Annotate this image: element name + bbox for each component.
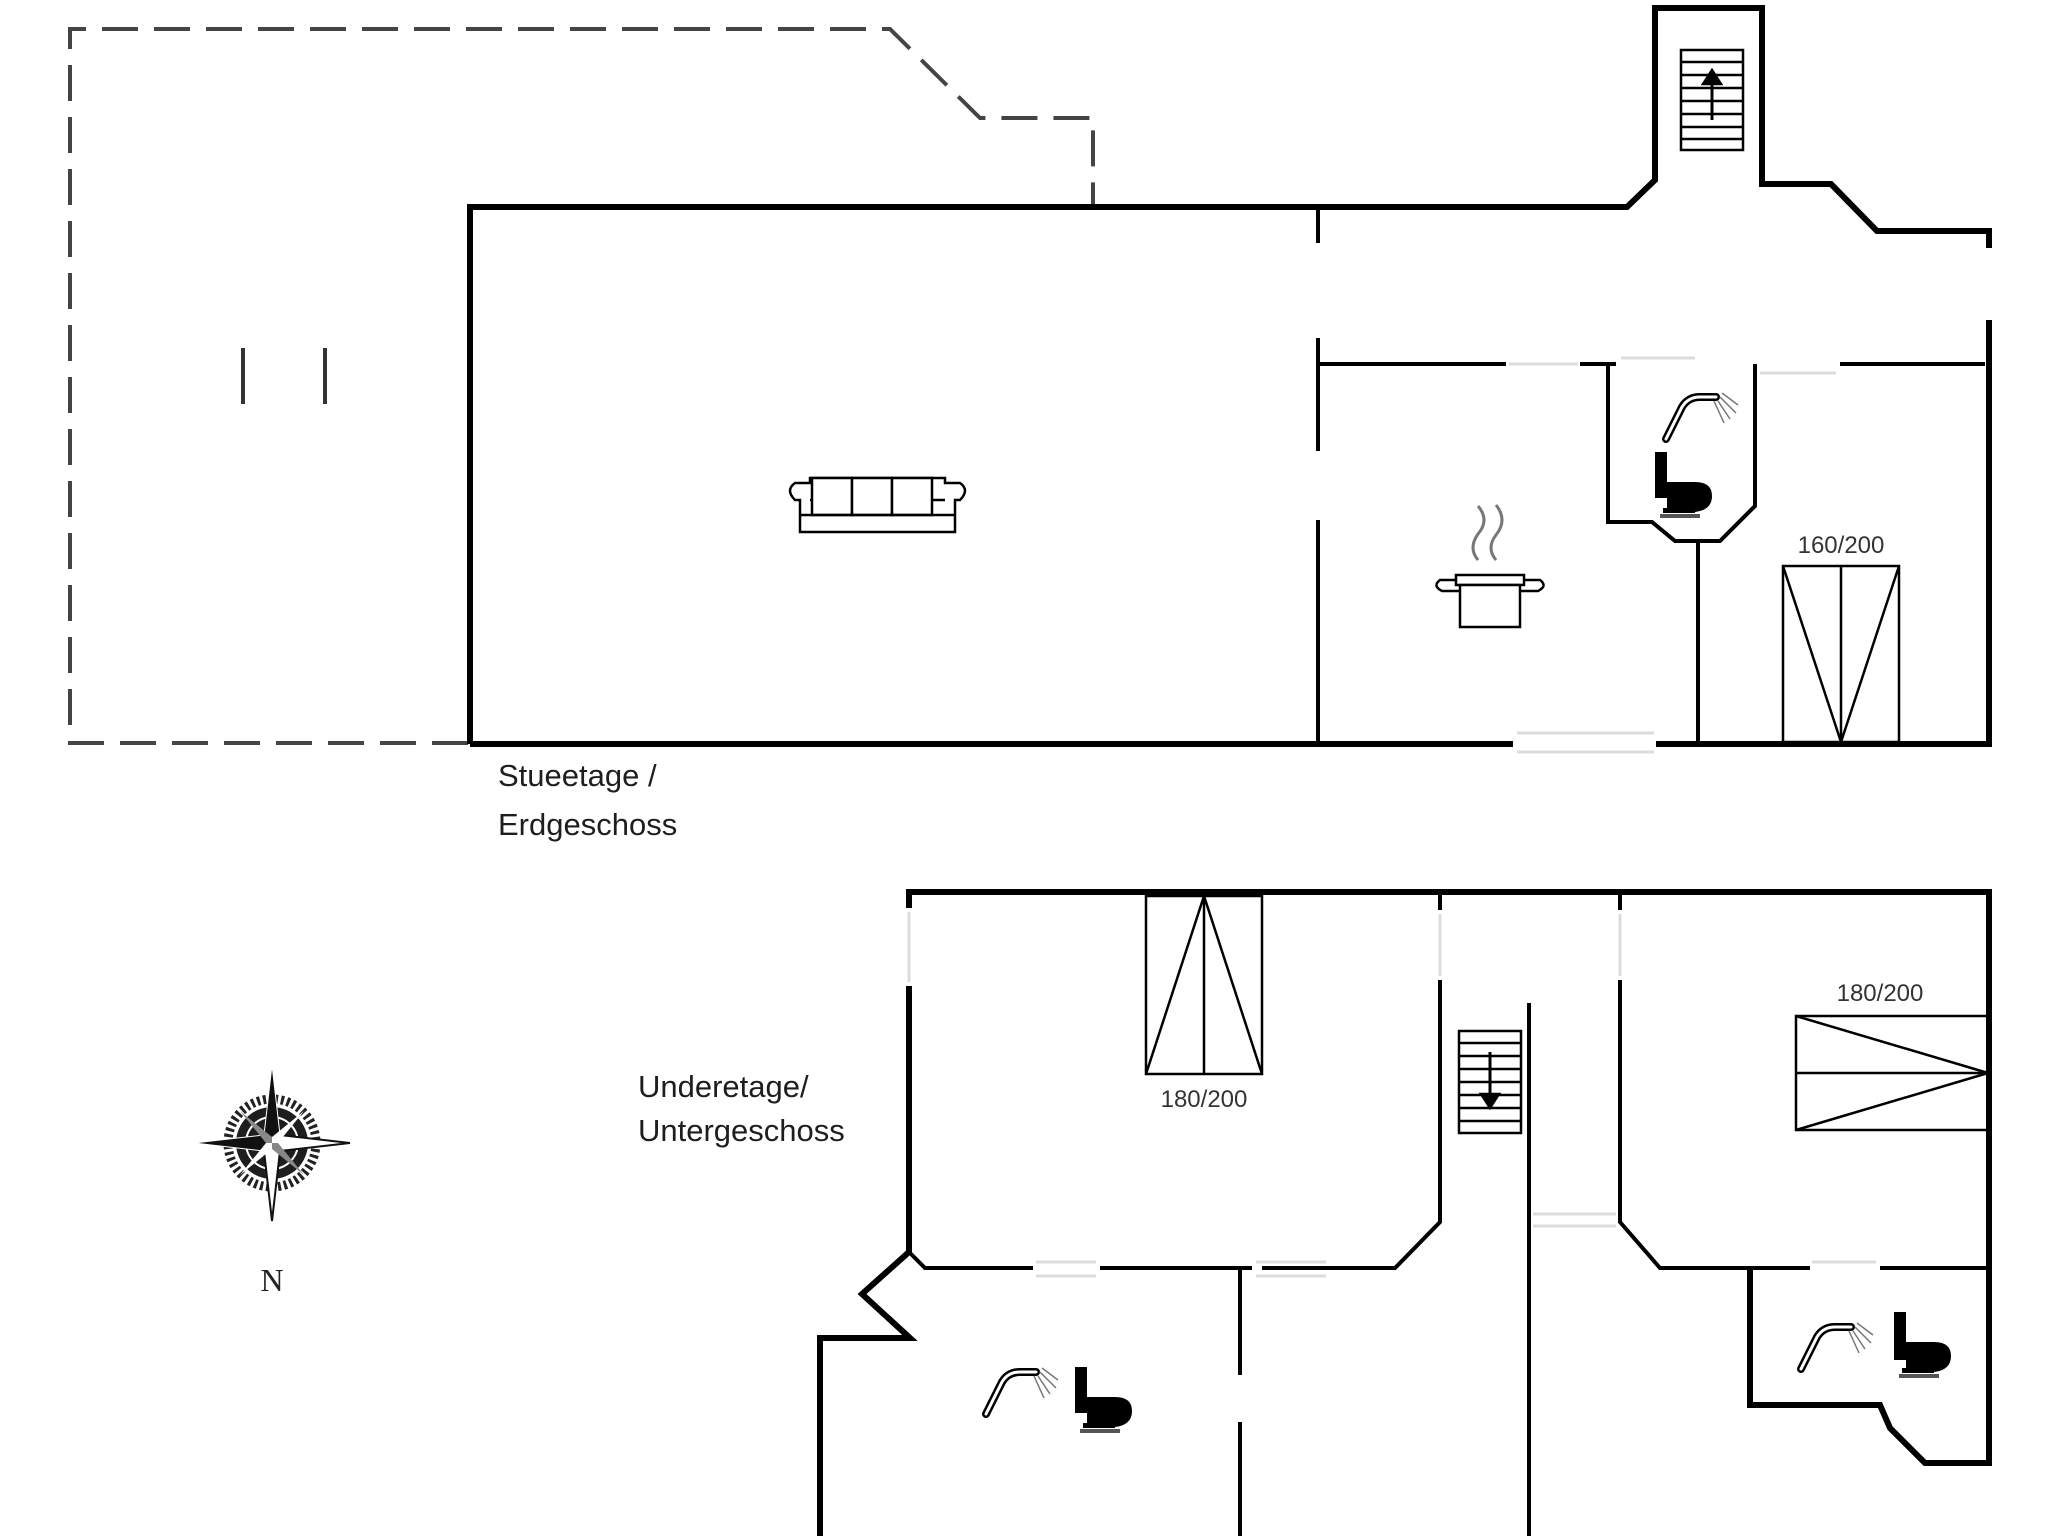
north-label: N [260,1262,283,1298]
ground-door-openings [1509,356,1836,754]
shower-icon [1662,392,1739,443]
floor-label-line: Underetage/ [638,1069,809,1104]
floor-label-line: Untergeschoss [638,1113,845,1148]
toilet-icon [1894,1312,1951,1378]
terrace-outline [68,27,1095,745]
floor-label-line: Stueetage / [498,758,657,793]
toilet-icon [1655,452,1712,518]
lower-exterior-walls [817,889,1992,1536]
floor-label-line: Erdgeschoss [498,807,677,842]
compass-rose-icon [193,1064,351,1222]
double-bed-icon [1794,1014,1990,1132]
shower-icon [982,1367,1059,1418]
ground-exterior-walls [467,5,1992,747]
bed-size-label: 180/200 [1161,1086,1248,1113]
floor-label-lower: Underetage/ Untergeschoss [638,1069,845,1148]
ground-interior-walls [1316,207,1985,744]
sofa-icon [788,476,967,534]
stairs-up-icon [1679,48,1745,152]
stairs-down-icon [1457,1029,1523,1135]
ground-floor: 160/200 Stueetage / Erdgeschoss [68,5,1992,842]
double-bed-icon [1144,894,1264,1076]
bed-size-label: 160/200 [1798,532,1885,559]
bed-size-label: 180/200 [1837,980,1924,1007]
lower-floor: 180/200 180/200 [638,889,1992,1536]
lower-interior-walls [907,892,1989,1536]
lower-door-openings [907,912,1876,1278]
double-bed-icon [1781,564,1901,744]
toilet-icon [1075,1367,1132,1433]
shower-icon [1797,1322,1874,1373]
kitchen-pot-icon [1435,504,1545,629]
floor-label-ground: Stueetage / Erdgeschoss [498,758,677,842]
